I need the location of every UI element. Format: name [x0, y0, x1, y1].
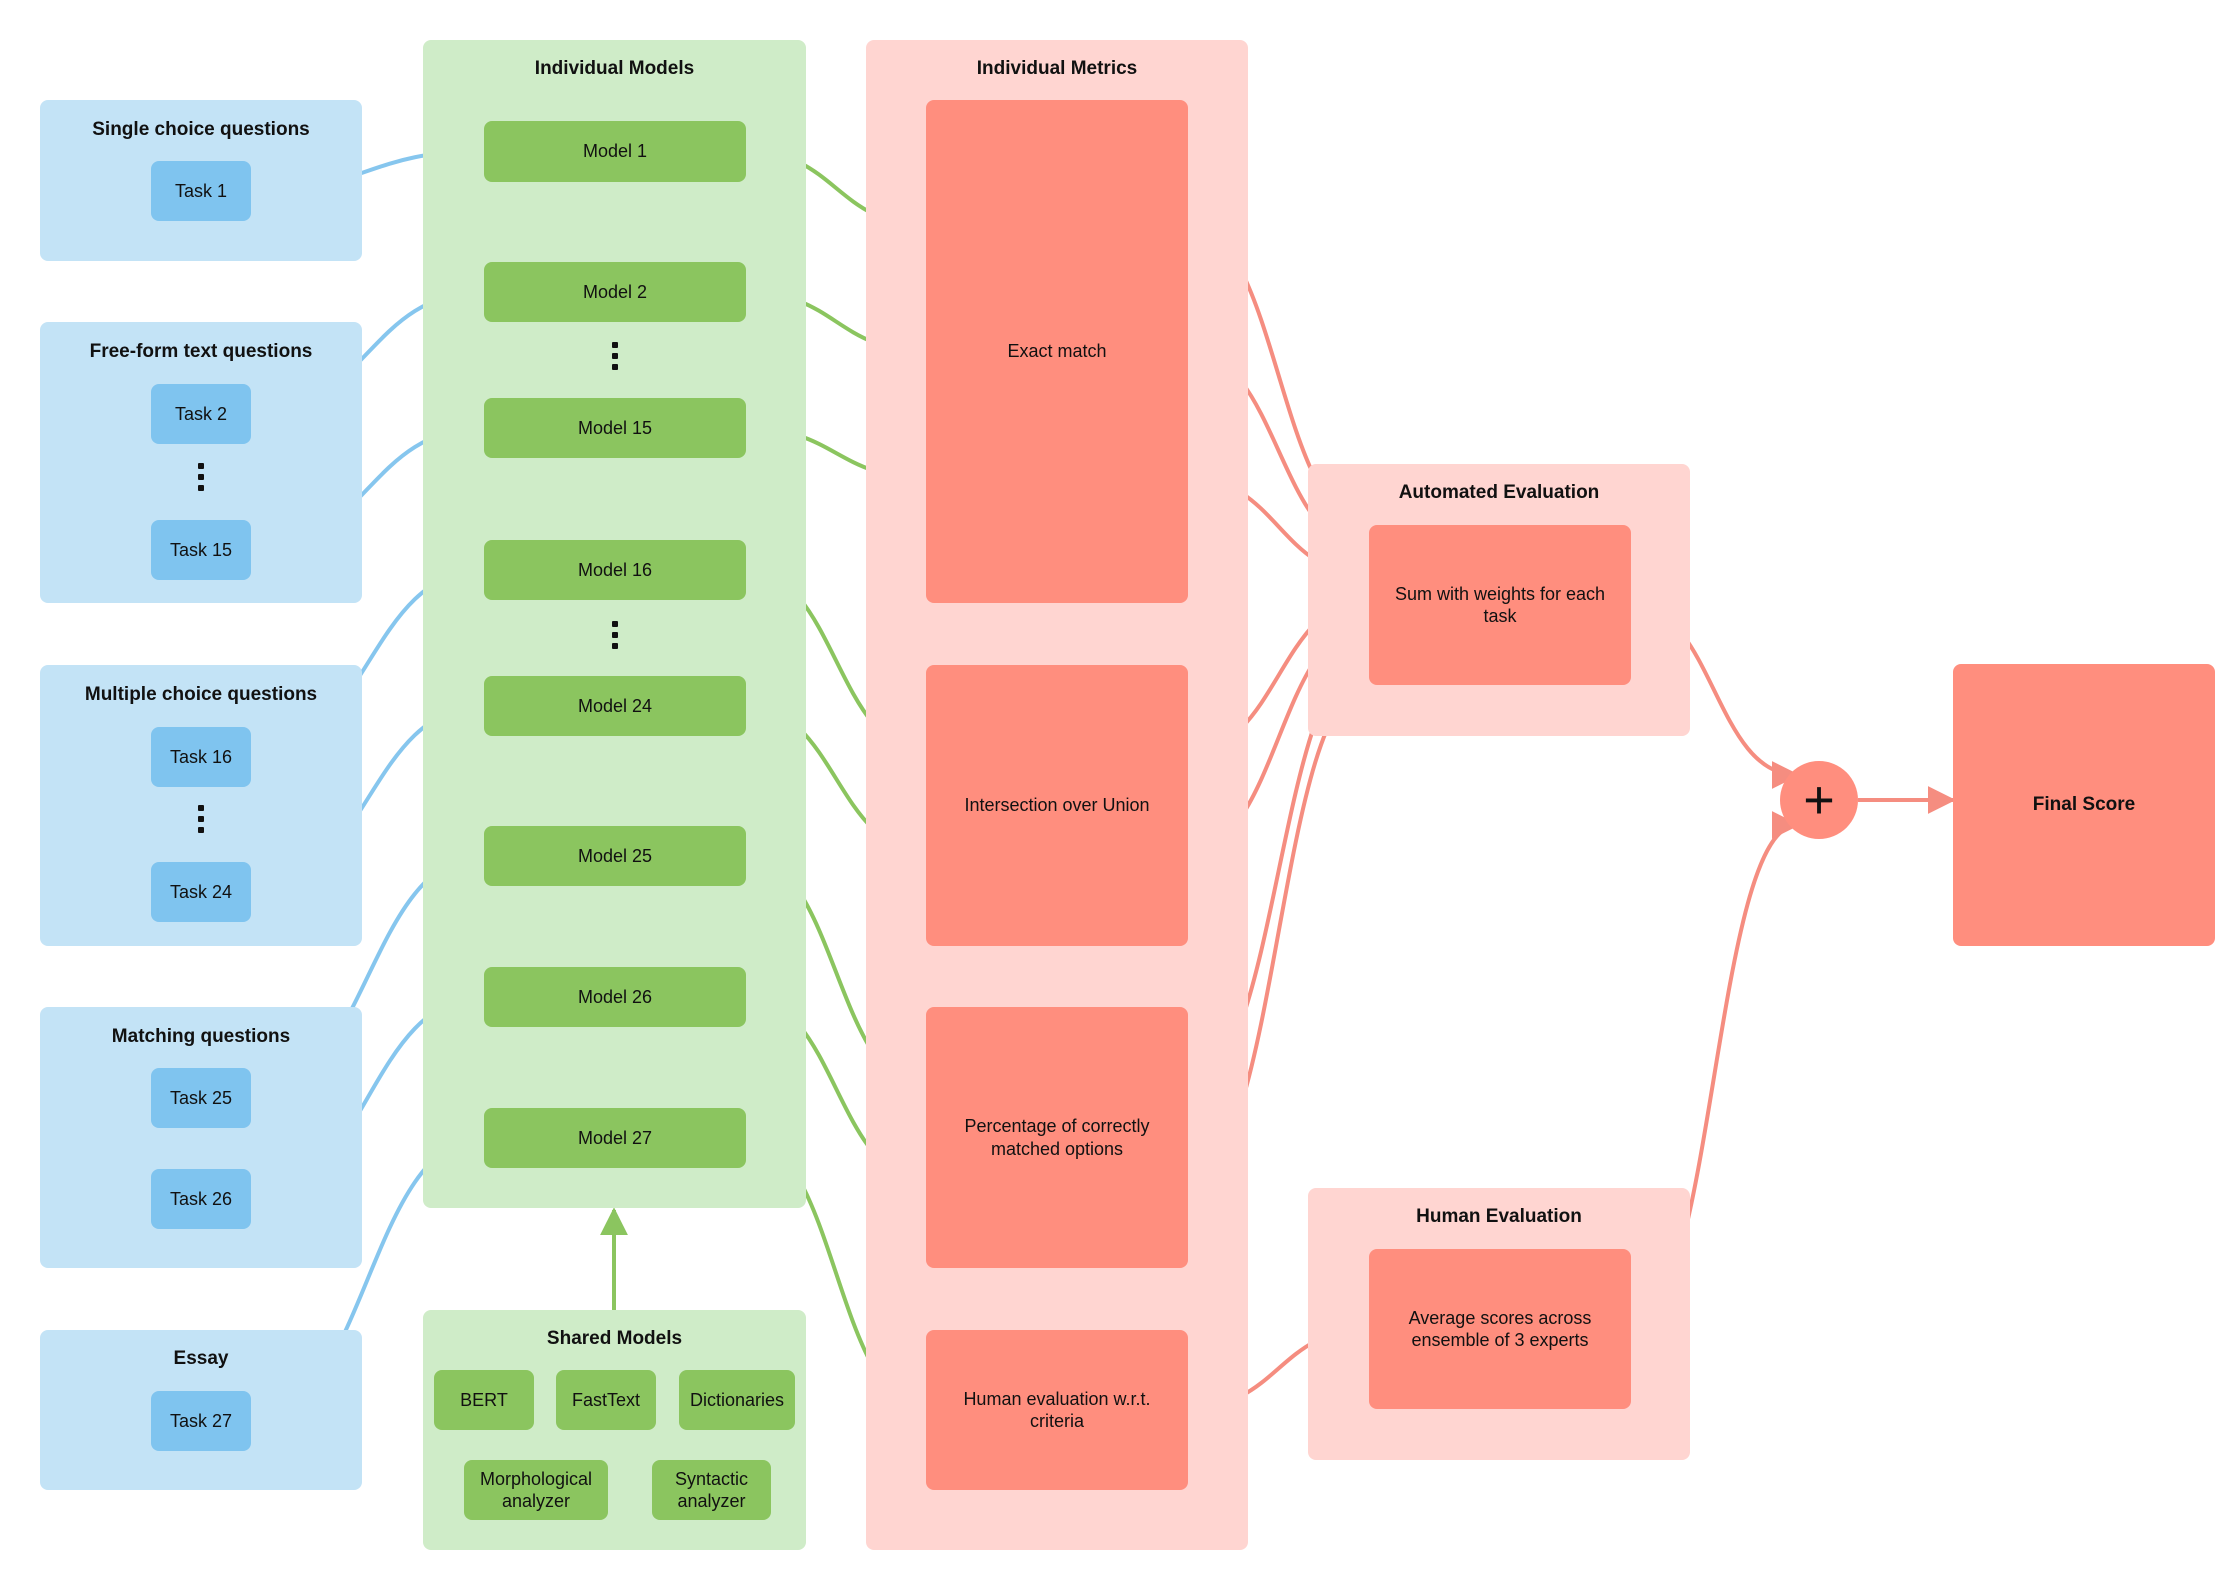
individual-metrics-title: Individual Metrics: [976, 58, 1138, 79]
task-group-title: Single choice questions: [92, 119, 310, 140]
expert-average-node: Average scores across ensemble of 3 expe…: [1369, 1249, 1631, 1409]
ellipsis-icon: [611, 621, 619, 654]
task-node: Task 2: [151, 384, 251, 444]
task-node: Task 27: [151, 1391, 251, 1451]
ellipsis-icon: [611, 342, 619, 375]
ellipsis-icon: [197, 463, 205, 496]
task-node: Task 24: [151, 862, 251, 922]
human-evaluation-title: Human Evaluation: [1416, 1206, 1582, 1227]
ellipsis-icon: [197, 805, 205, 838]
individual-models-title: Individual Models: [534, 58, 695, 79]
task-node: Task 26: [151, 1169, 251, 1229]
metric-human-evaluation-criteria: Human evaluation w.r.t. criteria: [926, 1330, 1188, 1490]
model-node: Model 24: [484, 676, 746, 736]
shared-model-fasttext: FastText: [556, 1370, 656, 1430]
shared-models-title: Shared Models: [546, 1328, 683, 1349]
final-score-node: Final Score: [1953, 664, 2215, 946]
model-node: Model 1: [484, 121, 746, 182]
task-group-title: Free-form text questions: [89, 341, 313, 362]
shared-model-morphological-analyzer: Morphological analyzer: [464, 1460, 608, 1520]
task-group-title: Matching questions: [111, 1026, 291, 1047]
task-node: Task 25: [151, 1068, 251, 1128]
task-group-title: Essay: [173, 1348, 229, 1369]
task-node: Task 16: [151, 727, 251, 787]
shared-model-dictionaries: Dictionaries: [679, 1370, 795, 1430]
plus-icon: +: [1780, 761, 1858, 839]
model-node: Model 27: [484, 1108, 746, 1168]
model-node: Model 16: [484, 540, 746, 600]
task-group-title: Multiple choice questions: [84, 684, 318, 705]
automated-evaluation-title: Automated Evaluation: [1398, 482, 1600, 503]
metric-percentage-matched-options: Percentage of correctly matched options: [926, 1007, 1188, 1268]
task-node: Task 15: [151, 520, 251, 580]
shared-model-bert: BERT: [434, 1370, 534, 1430]
metric-exact-match: Exact match: [926, 100, 1188, 603]
metric-intersection-over-union: Intersection over Union: [926, 665, 1188, 946]
model-node: Model 2: [484, 262, 746, 322]
model-node: Model 26: [484, 967, 746, 1027]
task-node: Task 1: [151, 161, 251, 221]
shared-model-syntactic-analyzer: Syntactic analyzer: [652, 1460, 771, 1520]
weighted-sum-node: Sum with weights for each task: [1369, 525, 1631, 685]
model-node: Model 15: [484, 398, 746, 458]
model-node: Model 25: [484, 826, 746, 886]
